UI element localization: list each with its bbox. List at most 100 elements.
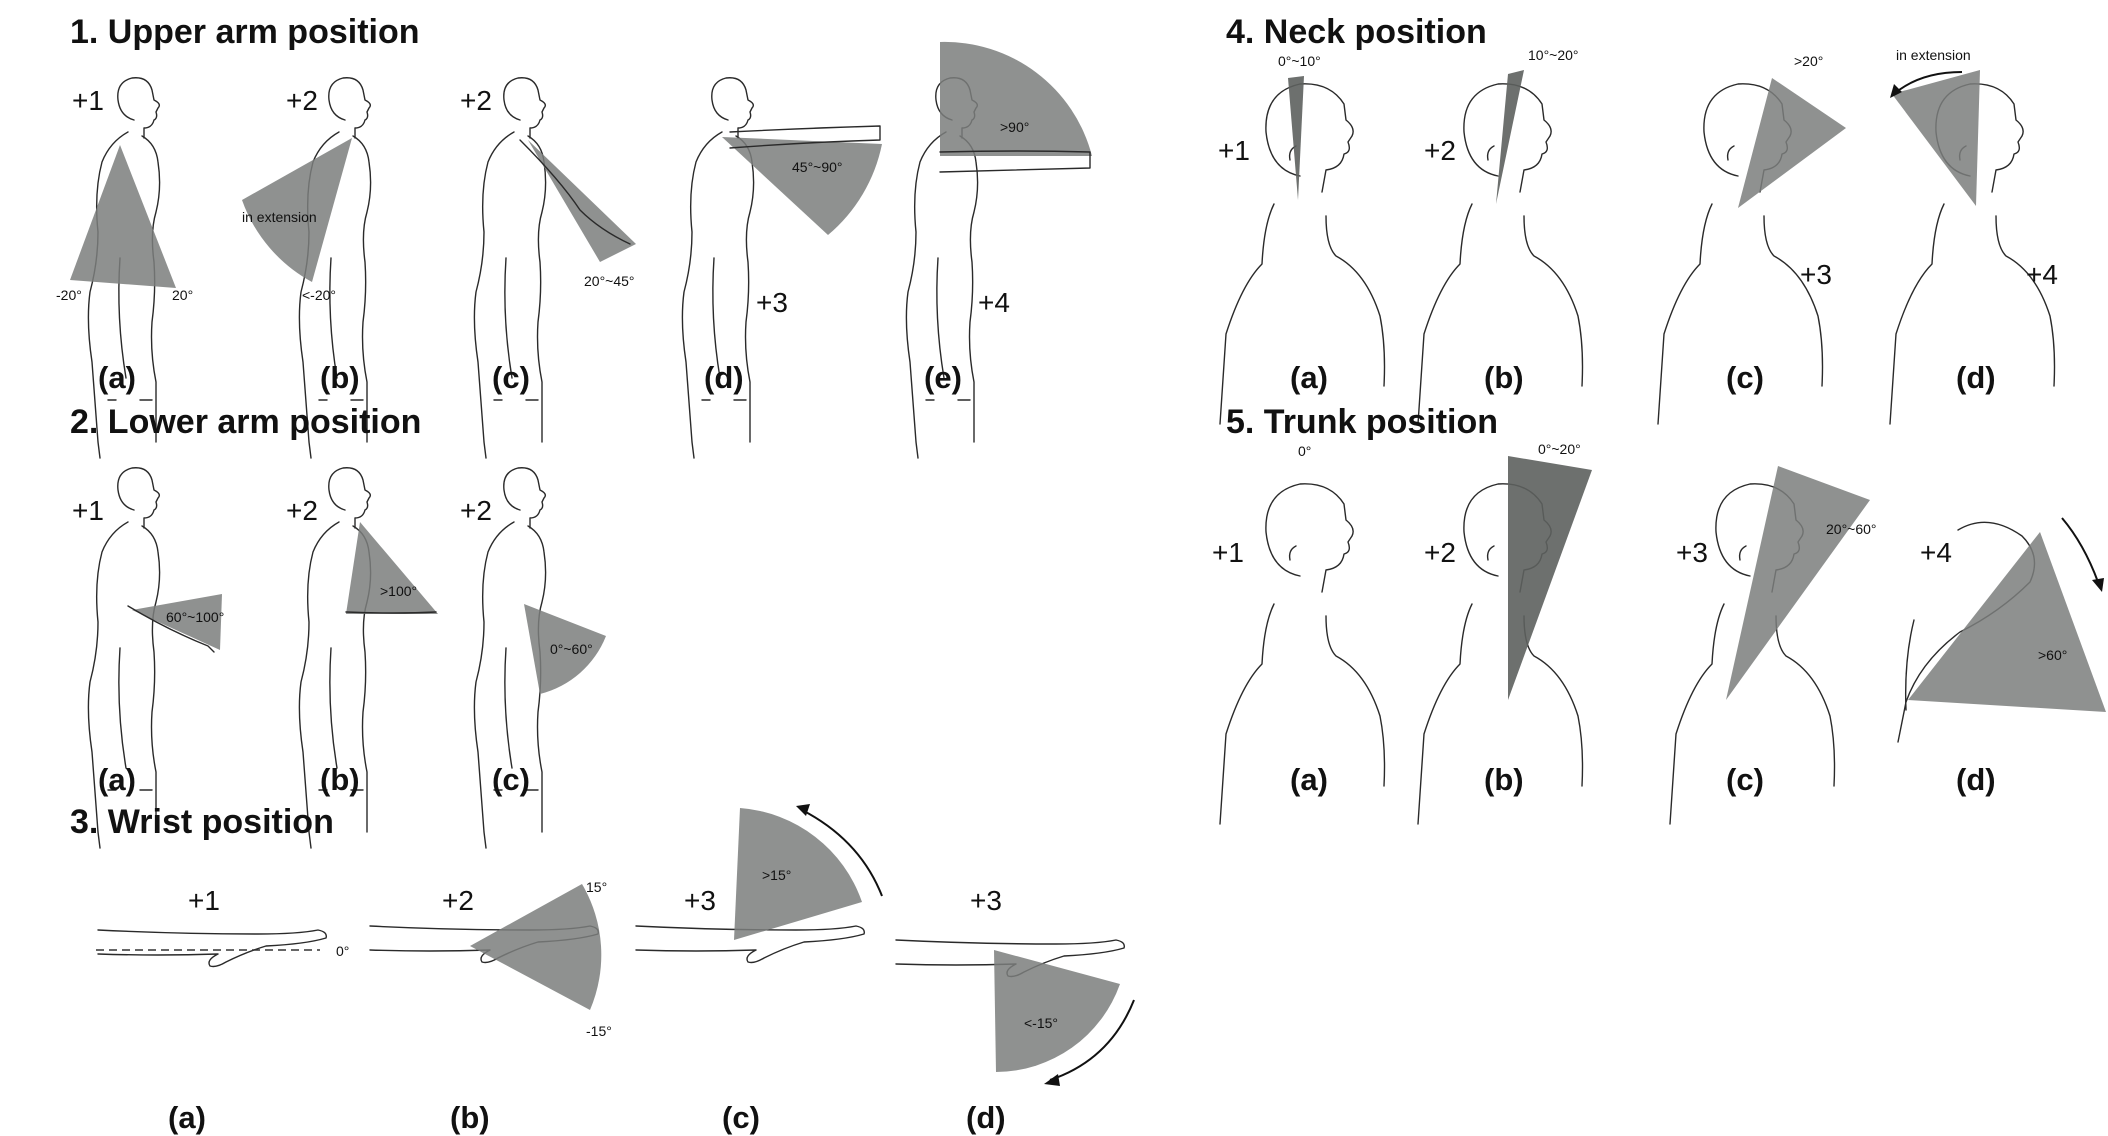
figure-label: (d) [1956, 360, 1996, 395]
angle-wedge [1892, 70, 1980, 206]
section-title-neck: 4. Neck position [1226, 13, 1487, 51]
figure-label: (b) [320, 360, 360, 395]
angle-label: >60° [2038, 647, 2067, 663]
angle-label: >15° [762, 867, 791, 883]
lower-arm-c: +2 0°~60° (c) [460, 467, 606, 849]
score-label: +2 [286, 495, 318, 526]
wrist-a: +1 0° (a) [96, 885, 349, 1135]
score-label: +2 [1424, 135, 1456, 166]
trunk-b: +2 0°~20° (b) [1417, 441, 1592, 825]
angle-label: 0°~20° [1538, 441, 1581, 457]
figure-label: (c) [722, 1100, 760, 1135]
upper-arm-c: +2 20°~45° (c) [460, 77, 636, 459]
angle-label: 60°~100° [166, 609, 224, 625]
upper-arm-b: +2 in extension <-20° (b) [242, 77, 372, 459]
figure-label: (d) [1956, 762, 1996, 797]
score-label: +2 [460, 495, 492, 526]
angle-label: >20° [1794, 53, 1823, 69]
score-label: +2 [442, 885, 474, 916]
figure-label: (c) [1726, 762, 1764, 797]
score-label: +4 [2026, 259, 2058, 290]
figure-label: (a) [1290, 360, 1328, 395]
figure-label: (c) [492, 360, 530, 395]
score-label: +3 [1800, 259, 1832, 290]
section-title-wrist: 3. Wrist position [70, 803, 334, 841]
angle-label: 10°~20° [1528, 47, 1579, 63]
angle-wedge [1508, 456, 1592, 700]
angle-wedge [1288, 76, 1304, 200]
angle-label: 0°~10° [1278, 53, 1321, 69]
angle-label: >100° [380, 583, 417, 599]
score-label: +1 [1218, 135, 1250, 166]
angle-wedge [524, 604, 606, 694]
trunk-d: +4 >60° (d) [1897, 517, 2106, 797]
angle-label: 45°~90° [792, 159, 843, 175]
figure-label: (c) [1726, 360, 1764, 395]
lower-arm-a: +1 60°~100° (a) [72, 467, 224, 849]
rotation-arrow [1049, 999, 1135, 1081]
neck-a: +1 0°~10° (a) [1218, 53, 1386, 425]
note-label: in extension [242, 209, 317, 225]
trunk-c: +3 20°~60° (c) [1669, 466, 1877, 825]
figure-label: (e) [924, 360, 962, 395]
angle-label: 0° [1298, 443, 1311, 459]
upper-arm-a: +1 -20° 20° (a) [56, 77, 193, 459]
figure-label: (a) [168, 1100, 206, 1135]
angle-wedge [470, 884, 602, 1010]
angle-label-negative: -20° [56, 287, 82, 303]
figure-label: (d) [704, 360, 744, 395]
angle-label: <-15° [1024, 1015, 1058, 1031]
figure-label: (c) [492, 762, 530, 797]
rotation-arrow [2061, 517, 2099, 583]
score-label: +2 [1424, 537, 1456, 568]
section-title-trunk: 5. Trunk position [1226, 403, 1498, 441]
angle-label-down: -15° [586, 1023, 612, 1039]
angle-label: 0°~60° [550, 641, 593, 657]
upper-arm-d: +3 45°~90° (d) [681, 77, 882, 459]
score-label: +3 [756, 287, 788, 318]
score-label: +1 [1212, 537, 1244, 568]
note-label: in extension [1896, 47, 1971, 63]
angle-wedge [734, 808, 862, 940]
score-label: +2 [286, 85, 318, 116]
wrist-c: +3 >15° (c) [635, 804, 883, 1135]
angle-wedge [1908, 532, 2106, 712]
wrist-b: +2 15° -15° (b) [369, 879, 612, 1135]
angle-wedge [70, 145, 176, 288]
trunk-a: +1 0° (a) [1212, 443, 1386, 825]
neck-b: +2 10°~20° (b) [1417, 47, 1584, 425]
figure-label: (d) [966, 1100, 1006, 1135]
angle-wedge [242, 138, 352, 282]
angle-wedge [132, 594, 222, 650]
angle-label: 20°~60° [1826, 521, 1877, 537]
figure-label: (b) [450, 1100, 490, 1135]
neck-c: +3 >20° (c) [1657, 53, 1846, 425]
angle-wedge [1738, 78, 1846, 208]
section-title-upper-arm: 1. Upper arm position [70, 13, 420, 51]
angle-label: 0° [336, 943, 349, 959]
angle-wedge [1496, 70, 1524, 204]
score-label: +1 [72, 495, 104, 526]
angle-label-up: 15° [586, 879, 607, 895]
section-title-lower-arm: 2. Lower arm position [70, 403, 421, 441]
lower-arm-b: +2 >100° (b) [286, 467, 438, 849]
angle-wedge [722, 137, 882, 235]
score-label: +2 [460, 85, 492, 116]
score-label: +3 [1676, 537, 1708, 568]
score-label: +4 [1920, 537, 1952, 568]
score-label: +1 [188, 885, 220, 916]
figure-label: (a) [98, 762, 136, 797]
angle-wedge [940, 41, 1092, 156]
figure-label: (a) [1290, 762, 1328, 797]
figure-label: (a) [98, 360, 136, 395]
rotation-arrow [801, 809, 883, 897]
score-label: +4 [978, 287, 1010, 318]
figure-label: (b) [1484, 762, 1524, 797]
figure-label: (b) [1484, 360, 1524, 395]
score-label: +3 [684, 885, 716, 916]
upper-arm-e: +4 >90° (e) [905, 41, 1092, 459]
wrist-d: +3 <-15° (d) [895, 885, 1135, 1135]
figure-label: (b) [320, 762, 360, 797]
